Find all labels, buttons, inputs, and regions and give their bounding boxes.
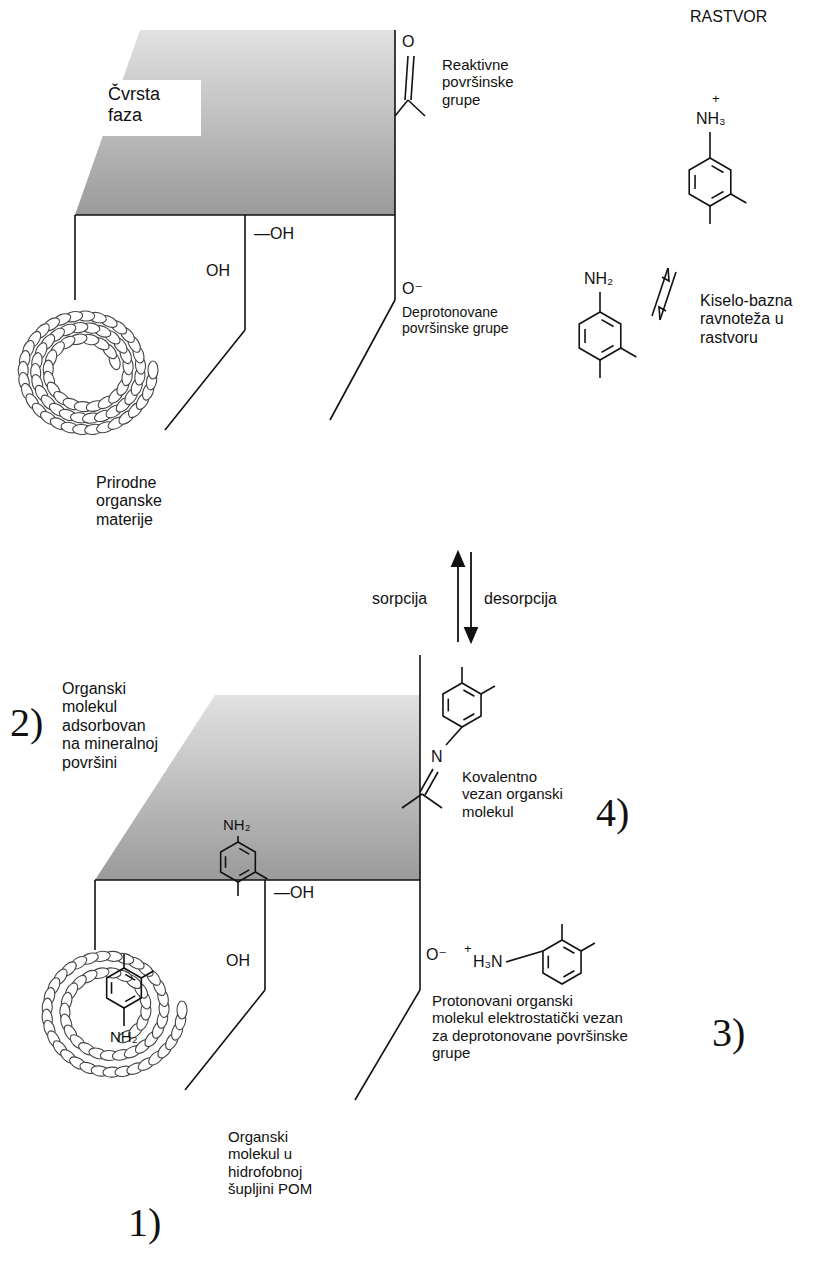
- organic-matter-coil: [17, 310, 158, 435]
- group-label: —OH: [254, 225, 294, 243]
- equilibrium-arrows: [652, 268, 676, 320]
- group-label: NH₂: [110, 1028, 138, 1045]
- annotation: Protonovani organski molekul elektrostat…: [432, 992, 628, 1061]
- chemical-bond: [446, 727, 462, 745]
- callout-number: 4): [596, 790, 629, 836]
- chemical-bond: [581, 943, 595, 951]
- chemical-bond: [463, 690, 474, 696]
- chemical-bond: [463, 714, 474, 720]
- chemical-bond: [506, 951, 543, 962]
- chemical-bond: [584, 329, 586, 343]
- callout-number: 3): [712, 1010, 745, 1056]
- chemical-bond: [601, 320, 613, 327]
- annotation: Organski molekul adsorbovan na mineralno…: [62, 680, 166, 772]
- chemical-bond: [599, 292, 601, 312]
- chemical-bond: [621, 348, 637, 357]
- chemical-bond: [694, 175, 696, 189]
- group-label: NH₂: [223, 816, 251, 833]
- chemical-bond: [420, 769, 433, 792]
- annotation: Reaktivne površinske grupe: [442, 56, 534, 108]
- annotation: Prirodne organske materije: [96, 474, 180, 529]
- chemical-bond: [125, 996, 135, 1002]
- chemical-bond: [141, 971, 153, 978]
- chemical-bond: [711, 166, 723, 173]
- chemical-bond: [709, 206, 711, 224]
- chemical-bond: [402, 794, 422, 808]
- chemical-bond: [239, 848, 249, 854]
- chemical-bond: [563, 971, 574, 977]
- chemical-bond: [422, 794, 442, 808]
- coil-bead: [177, 1001, 187, 1019]
- atom-label: N: [431, 748, 443, 766]
- chemical-bond: [408, 100, 425, 116]
- organic-matter-coils: [17, 310, 187, 1078]
- charge-sign: +: [712, 92, 720, 107]
- benzene-ring: [689, 158, 731, 206]
- chemical-bond: [395, 100, 408, 116]
- chemical-bond: [255, 872, 267, 879]
- chemical-bond: [709, 132, 711, 158]
- callout-number: 1): [128, 1200, 161, 1246]
- benzene-ring: [579, 312, 621, 360]
- group-label: OH: [226, 952, 250, 970]
- region-label: RASTVOR: [690, 8, 767, 26]
- coil-bead: [148, 361, 158, 379]
- benzene-ring: [107, 968, 142, 1008]
- sorption-arrows: [452, 552, 477, 642]
- chemical-bond: [123, 954, 125, 968]
- atom-label: O: [402, 33, 414, 51]
- annotation: Organski molekul u hidrofobnoj šupljini …: [228, 1128, 332, 1197]
- organic-matter-coil: [41, 950, 187, 1078]
- molecules: [107, 56, 747, 1026]
- charge-sign: +: [464, 942, 472, 957]
- chemical-bond: [239, 870, 249, 876]
- group-label: —OH: [274, 884, 314, 902]
- chemical-bond: [111, 982, 113, 994]
- group-label: NH₃: [696, 110, 726, 128]
- chemical-bond: [123, 1008, 125, 1026]
- chemical-bond: [711, 192, 723, 199]
- label-box: Čvrsta faza: [100, 80, 201, 136]
- chemical-bond: [547, 956, 549, 969]
- chemical-bond: [599, 360, 601, 378]
- chemical-bond: [405, 56, 408, 100]
- process-label: sorpcija: [372, 590, 427, 608]
- chemical-bond: [425, 772, 438, 795]
- chemical-bond: [461, 667, 463, 683]
- group-label: H₃N: [473, 953, 503, 971]
- annotation: Kovalentno vezan organski molekul: [462, 768, 580, 820]
- group-label: OH: [206, 262, 230, 280]
- chemical-bond: [481, 686, 495, 694]
- benzene-ring: [543, 940, 581, 984]
- benzene-ring: [443, 683, 481, 727]
- process-label: desorpcija: [484, 590, 557, 608]
- annotation: Kiselo-bazna ravnoteža u rastvoru: [700, 292, 808, 347]
- chemical-bond: [563, 947, 574, 953]
- chemical-bond: [125, 974, 135, 980]
- chemical-bond: [237, 882, 239, 896]
- benzene-ring: [221, 842, 256, 882]
- chemical-bond: [561, 924, 563, 940]
- phase-label: Čvrsta faza: [108, 84, 163, 125]
- chemical-bond: [225, 856, 227, 868]
- chemical-bond: [447, 699, 449, 712]
- group-label: O⁻: [426, 946, 447, 964]
- chemical-bond: [411, 56, 414, 100]
- callout-number: 2): [10, 700, 43, 746]
- chemical-bond: [601, 346, 613, 353]
- chemical-bond: [731, 194, 747, 203]
- annotation: Deprotonovane površinske grupe: [402, 304, 514, 336]
- solid-block-top: [75, 30, 395, 430]
- group-label: O⁻: [402, 280, 423, 298]
- chemical-bond: [237, 836, 239, 842]
- group-label: NH₂: [584, 270, 613, 288]
